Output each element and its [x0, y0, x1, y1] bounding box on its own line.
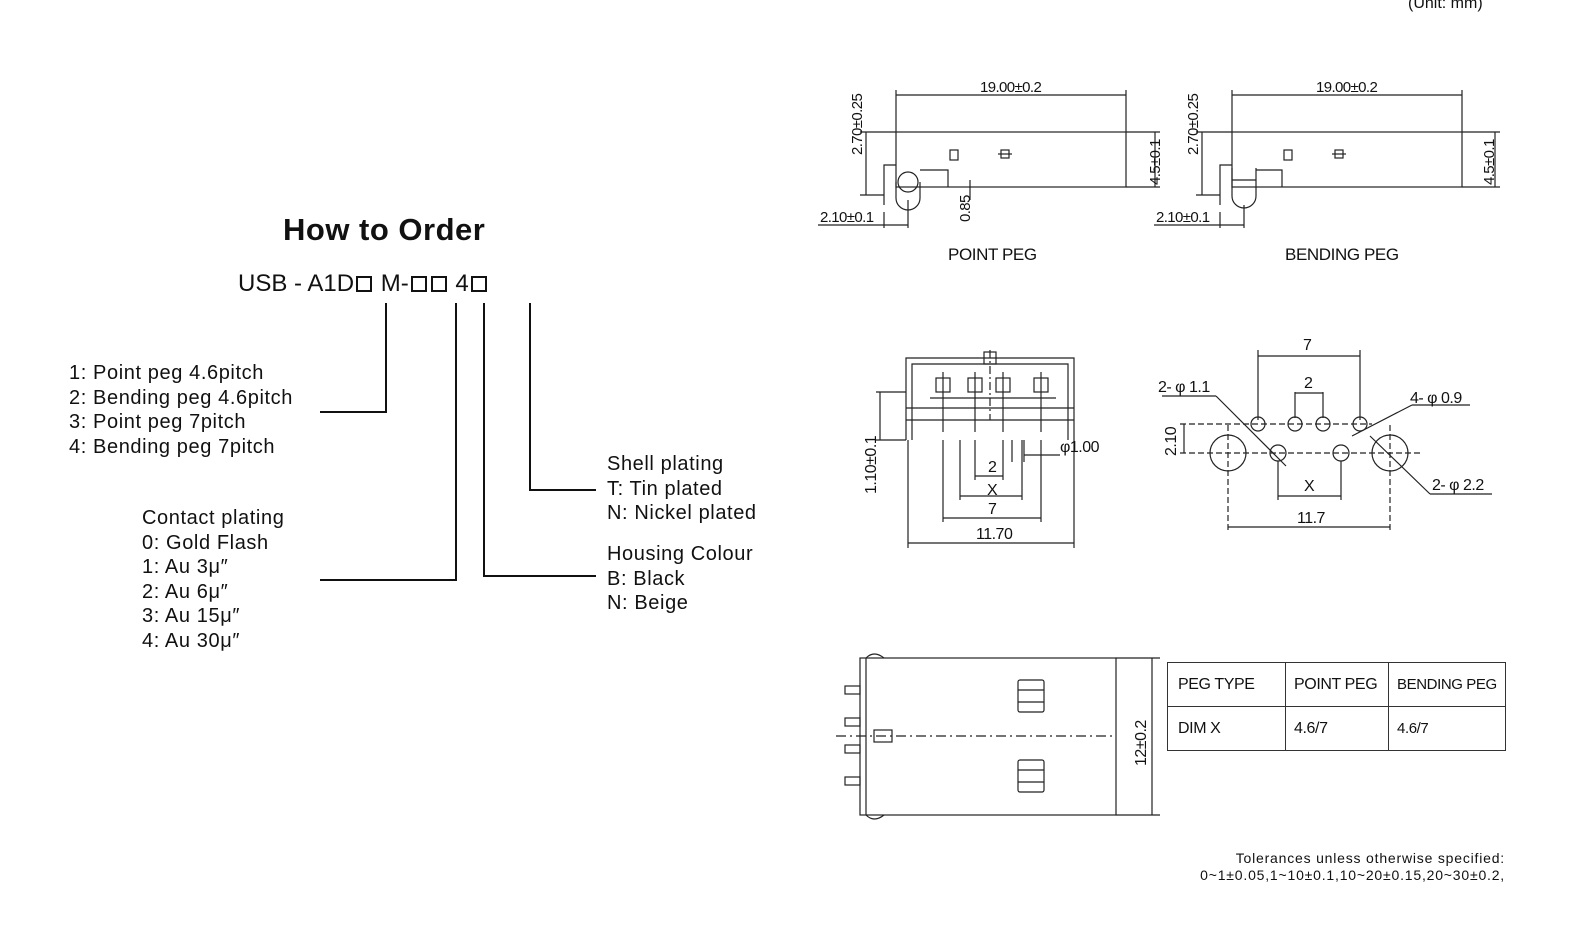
table-header-row: PEG TYPE POINT PEG BENDING PEG — [1167, 662, 1506, 707]
point-body-dim: 4.5±0.1 — [1147, 139, 1164, 185]
top-width-dim: 12±0.2 — [1133, 720, 1150, 766]
front-phi-dim: φ1.00 — [1060, 439, 1100, 456]
peg-type-table: PEG TYPE POINT PEG BENDING PEG DIM X 4.6… — [1167, 662, 1506, 751]
tolerances-line: Tolerances unless otherwise specified: — [1235, 850, 1505, 866]
shell-plating: Shell plating T: Tin plated N: Nickel pl… — [607, 452, 757, 526]
shell-leader-line — [529, 303, 596, 491]
front-height-dim: 1.10±0.1 — [863, 435, 880, 494]
table-cell: DIM X — [1167, 706, 1286, 751]
peg-option: 3: Point peg 7pitch — [69, 411, 247, 433]
unit-note: (Unit: mm) — [1408, 0, 1483, 12]
point-peg-dim: 2.10±0.1 — [820, 209, 874, 226]
tolerances-line: 0~1±0.05,1~10±0.1,10~20±0.15,20~30±0.2, — [1200, 867, 1505, 883]
table-row: DIM X 4.6/7 4.6/7 — [1167, 706, 1506, 751]
shell-option: T: Tin plated — [607, 477, 723, 500]
bending-length-dim: 19.00±0.2 — [1316, 79, 1377, 96]
tolerances-note: Tolerances unless otherwise specified: 0… — [1100, 850, 1505, 884]
bending-peg-label: BENDING PEG — [1285, 245, 1399, 264]
front-view — [876, 350, 1075, 548]
contact-title: Contact plating — [142, 507, 285, 529]
table-header-cell: POINT PEG — [1285, 662, 1389, 707]
footprint-hole-a: 2- φ 1.1 — [1158, 379, 1210, 396]
side-view-bending-peg — [1154, 90, 1500, 228]
bending-peg-dim: 2.10±0.1 — [1156, 209, 1210, 226]
how-to-order-title: How to Order — [283, 212, 486, 247]
top-view — [836, 653, 1160, 820]
footprint-row-dim: 2.10 — [1163, 426, 1180, 456]
contact-option: 2: Au 6μ″ — [142, 580, 229, 603]
part-mid: M- — [380, 270, 409, 297]
front-pitch-dim: 2 — [988, 459, 997, 476]
table-cell: 4.6/7 — [1388, 706, 1506, 751]
shell-title: Shell plating — [607, 453, 724, 475]
footprint-pitch-dim: 2 — [1304, 375, 1313, 392]
part-number-code: USB - A1D M- 4 — [238, 270, 489, 298]
contact-option: 3: Au 15μ″ — [142, 605, 241, 627]
table-header-cell: BENDING PEG — [1388, 662, 1506, 707]
contact-leader-line — [320, 303, 457, 581]
peg-option: 4: Bending peg 7pitch — [69, 435, 276, 458]
housing-option: N: Beige — [607, 592, 689, 614]
bending-height-dim: 2.70±0.25 — [1185, 94, 1202, 155]
footprint-hole-c: 2- φ 2.2 — [1432, 477, 1484, 494]
housing-leader-line — [483, 303, 596, 577]
front-width-dim: 11.70 — [976, 526, 1013, 543]
point-peg-label: POINT PEG — [948, 245, 1037, 264]
peg-leader-line — [320, 303, 387, 413]
table-header-cell: PEG TYPE — [1167, 662, 1286, 707]
part-four: 4 — [455, 270, 469, 297]
footprint-top-dim: 7 — [1303, 337, 1312, 354]
shell-code-box — [470, 276, 487, 292]
contact-option: 1: Au 3μ″ — [142, 556, 229, 578]
footprint-view — [1162, 350, 1492, 532]
peg-option: 2: Bending peg 4.6pitch — [69, 386, 293, 409]
point-height-dim: 2.70±0.25 — [849, 94, 866, 155]
footprint-x-dim: X — [1304, 478, 1315, 495]
offset-dim: 0.85 — [957, 195, 974, 222]
contact-option: 0: Gold Flash — [142, 531, 269, 554]
front-x-dim: X — [987, 482, 998, 499]
contact-code-box — [410, 276, 427, 292]
front-seven-dim: 7 — [988, 501, 997, 518]
shell-option: N: Nickel plated — [607, 502, 757, 524]
peg-code-box — [356, 276, 373, 292]
housing-code-box — [430, 276, 447, 292]
side-view-point-peg — [818, 90, 1160, 228]
housing-title: Housing Colour — [607, 543, 754, 565]
peg-option: 1: Point peg 4.6pitch — [69, 362, 264, 384]
point-length-dim: 19.00±0.2 — [980, 79, 1041, 96]
bending-body-dim: 4.5±0.1 — [1481, 139, 1498, 185]
part-prefix: USB - A1D — [238, 270, 355, 297]
footprint-hole-b: 4- φ 0.9 — [1410, 390, 1462, 407]
contact-option: 4: Au 30μ″ — [142, 629, 241, 652]
peg-options: 1: Point peg 4.6pitch 2: Bending peg 4.6… — [69, 361, 293, 459]
footprint-width-dim: 11.7 — [1297, 510, 1326, 527]
housing-option: B: Black — [607, 567, 686, 590]
table-cell: 4.6/7 — [1285, 706, 1389, 751]
contact-plating: Contact plating 0: Gold Flash 1: Au 3μ″ … — [142, 506, 284, 653]
housing-colour: Housing Colour B: Black N: Beige — [607, 542, 753, 616]
